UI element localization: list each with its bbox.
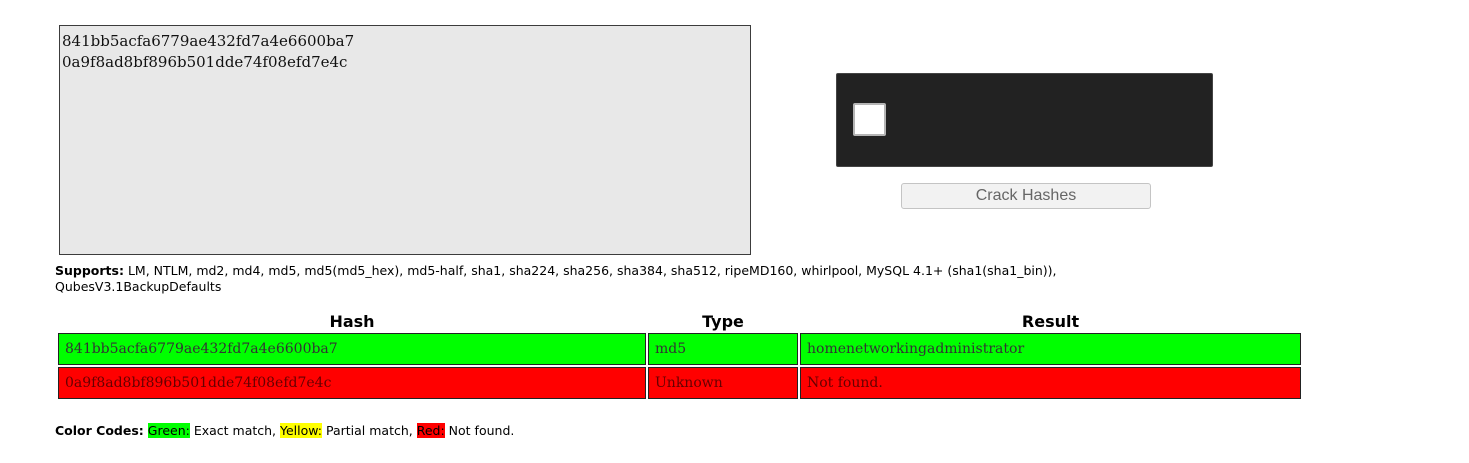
green-description: Exact match, — [189, 423, 280, 438]
supports-list: LM, NTLM, md2, md4, md5, md5(md5_hex), m… — [55, 263, 1057, 294]
color-codes-legend: Color Codes: Green: Exact match, Yellow:… — [55, 423, 514, 439]
header-result: Result — [1021, 311, 1080, 331]
result-cell: homenetworkingadministrator — [800, 333, 1301, 365]
header-hash: Hash — [329, 311, 375, 331]
crack-hashes-button[interactable]: Crack Hashes — [901, 183, 1151, 209]
result-cell: Not found. — [800, 367, 1301, 399]
results-header-row: Hash Type Result — [58, 311, 1301, 331]
table-row: 0a9f8ad8bf896b501dde74f08efd7e4c Unknown… — [58, 367, 1301, 399]
green-swatch: Green: — [147, 423, 190, 438]
hash-cell: 0a9f8ad8bf896b501dde74f08efd7e4c — [58, 367, 646, 399]
red-description: Not found. — [444, 423, 515, 438]
yellow-description: Partial match, — [322, 423, 417, 438]
type-cell: md5 — [648, 333, 798, 365]
table-row: 841bb5acfa6779ae432fd7a4e6600ba7 md5 hom… — [58, 333, 1301, 365]
color-codes-label: Color Codes: — [55, 423, 144, 438]
supports-label: Supports: — [55, 263, 124, 278]
yellow-swatch: Yellow: — [280, 423, 323, 438]
results-table: Hash Type Result 841bb5acfa6779ae432fd7a… — [56, 309, 1303, 401]
supported-algorithms: Supports: LM, NTLM, md2, md4, md5, md5(m… — [55, 263, 1175, 295]
hash-cell: 841bb5acfa6779ae432fd7a4e6600ba7 — [58, 333, 646, 365]
captcha-widget — [836, 73, 1213, 167]
header-type: Type — [702, 311, 744, 331]
type-cell: Unknown — [648, 367, 798, 399]
captcha-checkbox[interactable] — [853, 103, 886, 136]
red-swatch: Red: — [416, 423, 445, 438]
hash-input[interactable]: 841bb5acfa6779ae432fd7a4e6600ba7 0a9f8ad… — [59, 25, 751, 255]
